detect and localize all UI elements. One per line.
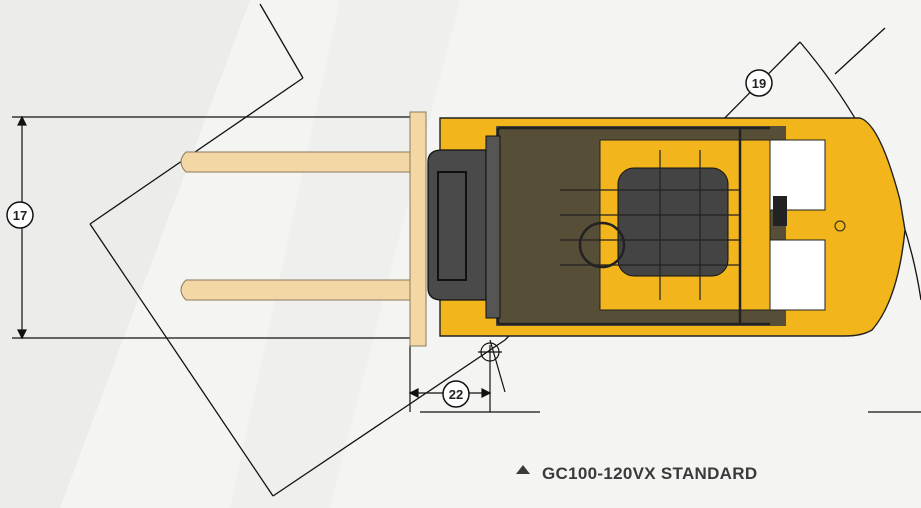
forks <box>180 151 411 301</box>
svg-text:17: 17 <box>13 208 27 223</box>
model-caption: GC100-120VX STANDARD <box>516 464 757 483</box>
chassis-body <box>439 117 906 337</box>
fork-carriage <box>409 111 427 347</box>
mast-carriage <box>427 135 501 319</box>
svg-text:22: 22 <box>449 387 463 402</box>
caption-text: GC100-120VX STANDARD <box>542 464 757 483</box>
svg-text:19: 19 <box>752 76 766 91</box>
background-shading <box>0 0 460 508</box>
offset-dimension-lines <box>408 339 506 412</box>
callout-17: 17 <box>6 201 34 229</box>
triangle-up-icon <box>516 465 530 474</box>
callout-22: 22 <box>442 380 470 408</box>
callout-19: 19 <box>745 69 773 97</box>
steering-wheel <box>578 221 626 269</box>
